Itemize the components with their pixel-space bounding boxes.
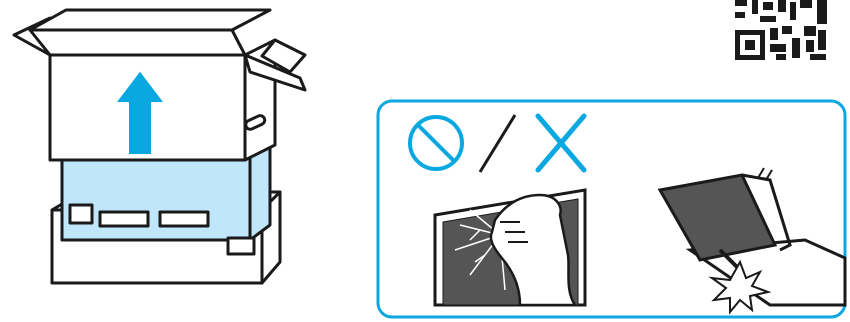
warning-panel <box>378 101 845 317</box>
outer-carton <box>14 10 305 160</box>
qr-code-icon <box>735 0 827 60</box>
unboxing-illustration <box>14 10 305 283</box>
